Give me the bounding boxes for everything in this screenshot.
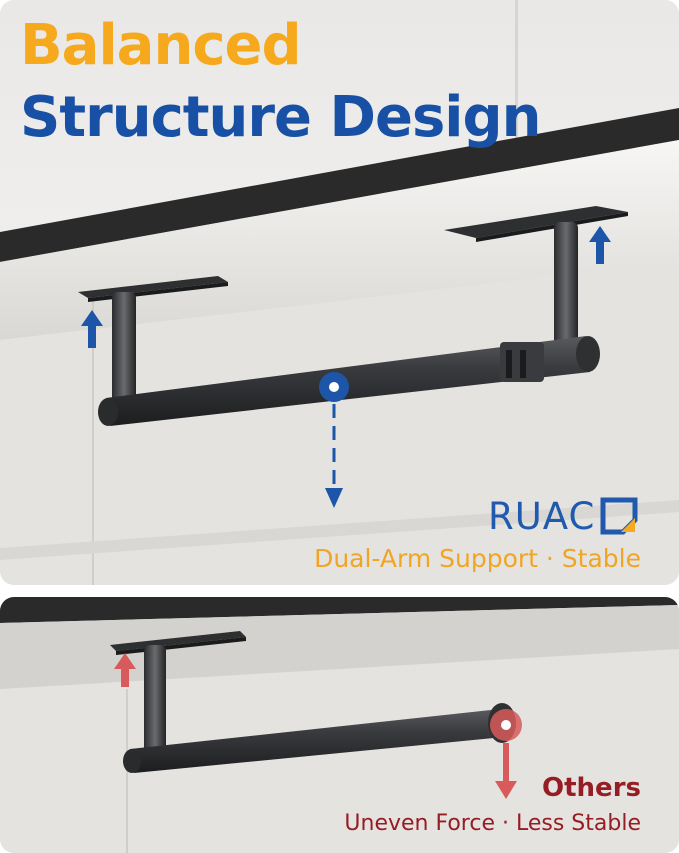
main-bar xyxy=(106,336,590,426)
brand-logo: RUAC xyxy=(488,494,639,538)
single-post xyxy=(144,645,166,755)
cabinet-edge xyxy=(0,108,679,262)
q-square-mark-icon xyxy=(600,497,638,535)
headline-line-2: Structure Design xyxy=(20,85,541,150)
up-arrow-icon xyxy=(589,226,611,264)
dual-arm-scene xyxy=(0,0,679,585)
up-arrow-icon xyxy=(114,653,136,687)
cabinet-underside xyxy=(0,605,679,689)
single-mount-plate xyxy=(110,631,246,651)
others-caption: Uneven Force · Less Stable xyxy=(344,811,641,836)
others-title: Others xyxy=(542,773,641,803)
right-mount-plate xyxy=(444,206,628,238)
left-post xyxy=(112,292,136,404)
brand-name: RUAC xyxy=(488,494,596,538)
cabinet-edge xyxy=(0,597,679,623)
single-bar xyxy=(130,709,504,773)
center-of-gravity-icon xyxy=(319,372,349,402)
dual-arm-panel: Balanced Structure Design RUAC Dual-Arm … xyxy=(0,0,679,585)
dual-arm-caption: Dual-Arm Support · Stable xyxy=(314,544,641,573)
right-post xyxy=(554,222,578,352)
single-arm-panel xyxy=(0,597,679,853)
left-mount-plate xyxy=(78,276,228,298)
single-arm-scene xyxy=(0,597,679,853)
down-arrow-icon xyxy=(325,404,343,508)
up-arrow-icon xyxy=(81,310,103,348)
offset-load-point-icon xyxy=(490,709,522,741)
headline-line-1: Balanced xyxy=(20,13,302,78)
down-arrow-icon xyxy=(495,743,517,799)
